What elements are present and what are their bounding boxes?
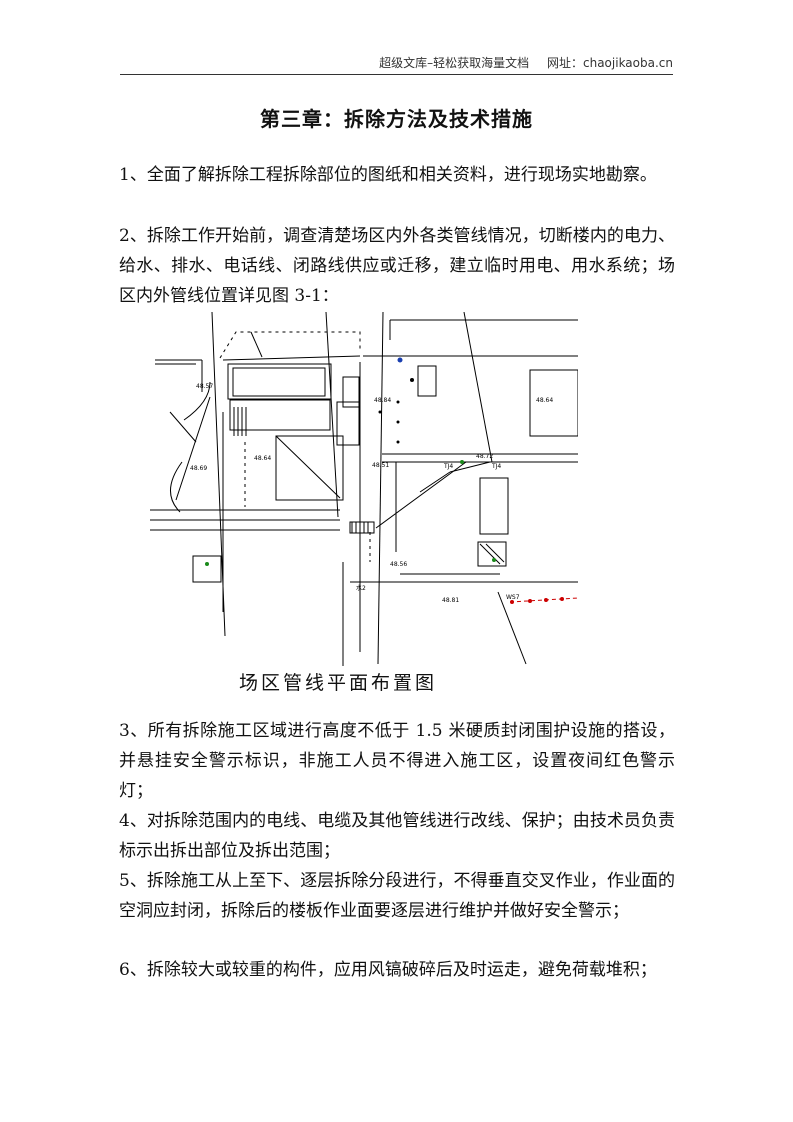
elevation-label: 48.51 xyxy=(372,462,389,469)
elevation-label: 48.64 xyxy=(536,397,553,404)
elevation-label: 48.64 xyxy=(254,455,271,462)
elevation-label: 48.72 xyxy=(476,453,493,460)
header-url: 网址：chaojikaoba.cn xyxy=(547,56,673,70)
elevation-label: 48.69 xyxy=(190,465,207,472)
paragraph-5: 5、拆除施工从上至下、逐层拆除分段进行，不得垂直交叉作业，作业面的空洞应封闭，拆… xyxy=(119,871,675,921)
pipe-label: TJ4 xyxy=(443,463,453,470)
elevation-label: 48.84 xyxy=(374,397,391,404)
chapter-title: 第三章：拆除方法及技术措施 xyxy=(260,107,533,131)
page-header: 超级文库–轻松获取海量文档 网址：chaojikaoba.cn xyxy=(120,54,673,75)
paragraph-3: 3、所有拆除施工区域进行高度不低于 1.5 米硬质封闭围护设施的搭设，并悬挂安全… xyxy=(119,721,675,801)
site-pipeline-plan-drawing: 48.57 48.69 48.64 48.51 48.72 48.64 48.5… xyxy=(150,312,578,666)
elevation-label: 48.57 xyxy=(196,383,213,390)
elevation-label: 48.81 xyxy=(442,597,459,604)
header-site-name: 超级文库–轻松获取海量文档 xyxy=(379,56,530,70)
pipe-label: WS7 xyxy=(506,594,520,601)
pipe-label: 水2 xyxy=(356,584,366,592)
elevation-label: 48.56 xyxy=(390,561,407,568)
paragraph-1: 1、全面了解拆除工程拆除部位的图纸和相关资料，进行现场实地勘察。 xyxy=(119,165,657,185)
pipe-label: TJ4 xyxy=(491,463,501,470)
paragraph-2: 2、拆除工作开始前，调查清楚场区内外各类管线情况，切断楼内的电力、给水、排水、电… xyxy=(119,226,675,306)
paragraph-4: 4、对拆除范围内的电线、电缆及其他管线进行改线、保护；由技术员负责标示出拆出部位… xyxy=(119,811,675,861)
paragraph-6: 6、拆除较大或较重的构件，应用风镐破碎后及时运走，避免荷载堆积； xyxy=(119,960,657,980)
figure-caption: 场区管线平面布置图 xyxy=(239,672,438,694)
